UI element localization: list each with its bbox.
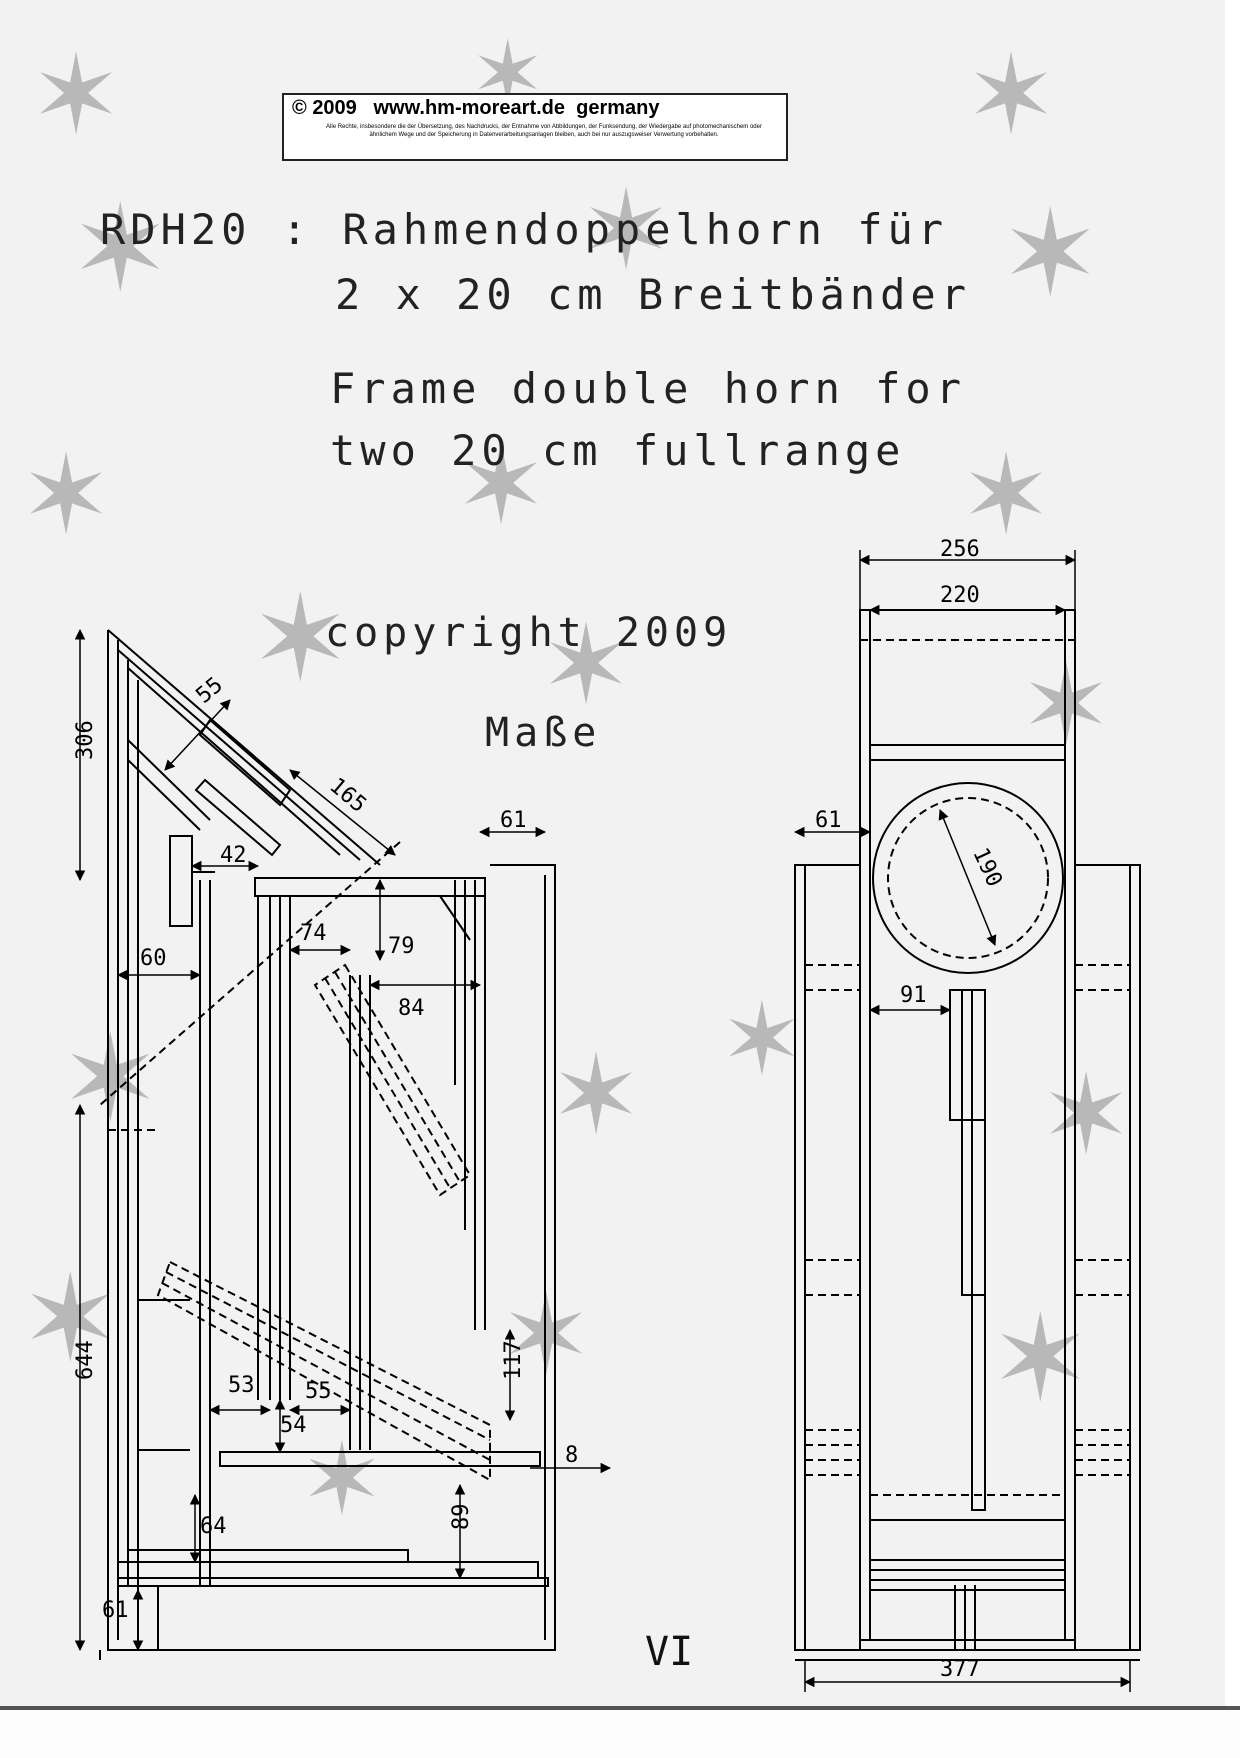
hidden-diagonal-board [324,977,451,1189]
hidden-slanted-board [165,1271,491,1441]
dim-label: 117 [501,1340,526,1380]
front-view-slot [949,989,986,1121]
dimension-line [164,699,231,771]
dim-label: 61 [500,808,527,833]
star-decoration: ✶ [70,180,171,319]
paper-edge [1225,0,1240,1754]
star-decoration: ✶ [250,570,351,709]
hidden-diagonal-board [313,963,472,1197]
stamp-site: www.hm-moreart.de [373,97,565,119]
dim-label: 256 [940,537,980,562]
dim-label: 54 [280,1413,307,1438]
hidden-lines [99,841,491,1482]
dim-label: 377 [940,1657,980,1682]
model-name: RDH20 [100,205,252,254]
dimensions-label: Maße [485,710,602,756]
side-view-baffle [194,778,282,857]
dim-label: 644 [73,1340,98,1380]
star-decoration: ✶ [20,1250,121,1389]
star-decoration: ✶ [580,166,673,294]
driver-basket-outline [887,797,1049,959]
star-decoration: ✶ [1020,641,1113,769]
star-decoration: ✶ [550,1031,643,1159]
hidden-slanted-board [161,1282,491,1461]
side-view-panel [127,739,211,821]
front-view-hidden-lines [805,639,1130,1496]
stamp-country: germany [576,97,660,119]
dimension-line [289,769,396,856]
star-decoration: ✶ [455,421,548,549]
dim-label: 60 [140,946,167,971]
dim-label: 220 [940,583,980,608]
hidden-cut-line [99,841,401,1106]
title-separator: : [281,205,313,254]
dim-label: 8 [565,1443,578,1468]
side-view-slanted-top [127,667,341,856]
dim-label: 61 [102,1598,129,1623]
dim-label: 42 [220,843,247,868]
copyright-symbol: © [292,97,307,119]
hidden-slanted-board [156,1260,491,1482]
side-view-dimension-lines [74,628,612,1652]
stamp-notice: Alle Rechte, insbesondere die der Überse… [326,124,762,138]
stamp-year: 2009 [312,97,357,119]
dim-label: 84 [398,996,425,1021]
side-view-panel [127,759,201,831]
dim-label: 74 [300,921,327,946]
page-number: VI [645,1629,693,1675]
star-decoration: ✶ [960,431,1053,559]
side-view-driver [169,835,193,927]
english-title-line-2: two 20 cm fullrange [330,426,906,475]
front-view [794,609,1141,1661]
star-decoration: ✶ [500,1271,593,1399]
german-title-line-2: 2 x 20 cm Breitbänder [335,270,972,319]
stamp-heading: © 2009 www.hm-moreart.de germany [292,97,660,120]
front-view-slot [961,989,986,1296]
side-view-bottom-board [127,1549,409,1563]
dim-label: 89 [449,1504,474,1531]
side-view-outer-frame [107,630,556,1651]
side-view-bottom-board [219,1451,541,1467]
side-view-slanted-top [117,649,361,861]
dim-label: 79 [388,934,415,959]
side-view-top-board [254,877,486,897]
star-decoration: ✶ [1040,1051,1133,1179]
dim-label: 190 [967,844,1006,891]
star-decoration: ✶ [720,981,804,1098]
side-view-bottom-board [117,1561,539,1579]
heading-row-1: RDH20 : Rahmendoppelhorn für [100,205,948,254]
dim-label: 64 [200,1514,227,1539]
star-decoration: ✶ [20,431,113,559]
german-title-line-1: Rahmendoppelhorn für [342,205,949,254]
dim-label: 61 [815,808,842,833]
driver-cutout [872,782,1064,974]
dim-label: 55 [305,1379,332,1404]
star-decoration: ✶ [990,1290,1091,1429]
dim-label: 55 [192,672,228,708]
star-decoration: ✶ [965,31,1058,159]
english-title-line-1: Frame double horn for [330,364,967,413]
copyright-line: copyright 2009 [325,610,733,656]
dim-label: 165 [324,773,371,818]
dim-label: 306 [73,720,98,760]
copyright-stamp: © 2009 www.hm-moreart.de germany Alle Re… [282,93,788,161]
dimension-line [938,809,997,946]
star-decoration: ✶ [30,31,123,159]
side-view-bottom-board [137,1585,159,1651]
hidden-diagonal-board [334,971,461,1183]
front-view-dimension-lines [793,550,1132,1692]
star-decoration: ✶ [540,601,633,729]
dim-label: 53 [228,1373,255,1398]
front-view-center-column [859,609,1076,1641]
side-view-bottom-board [117,1577,549,1587]
side-view [99,629,556,1660]
scan-bottom-band [0,1706,1240,1758]
front-view-slot [971,989,986,1511]
star-decoration: ✶ [1000,185,1101,324]
dim-label: 91 [900,983,927,1008]
side-view-panel [439,895,471,941]
